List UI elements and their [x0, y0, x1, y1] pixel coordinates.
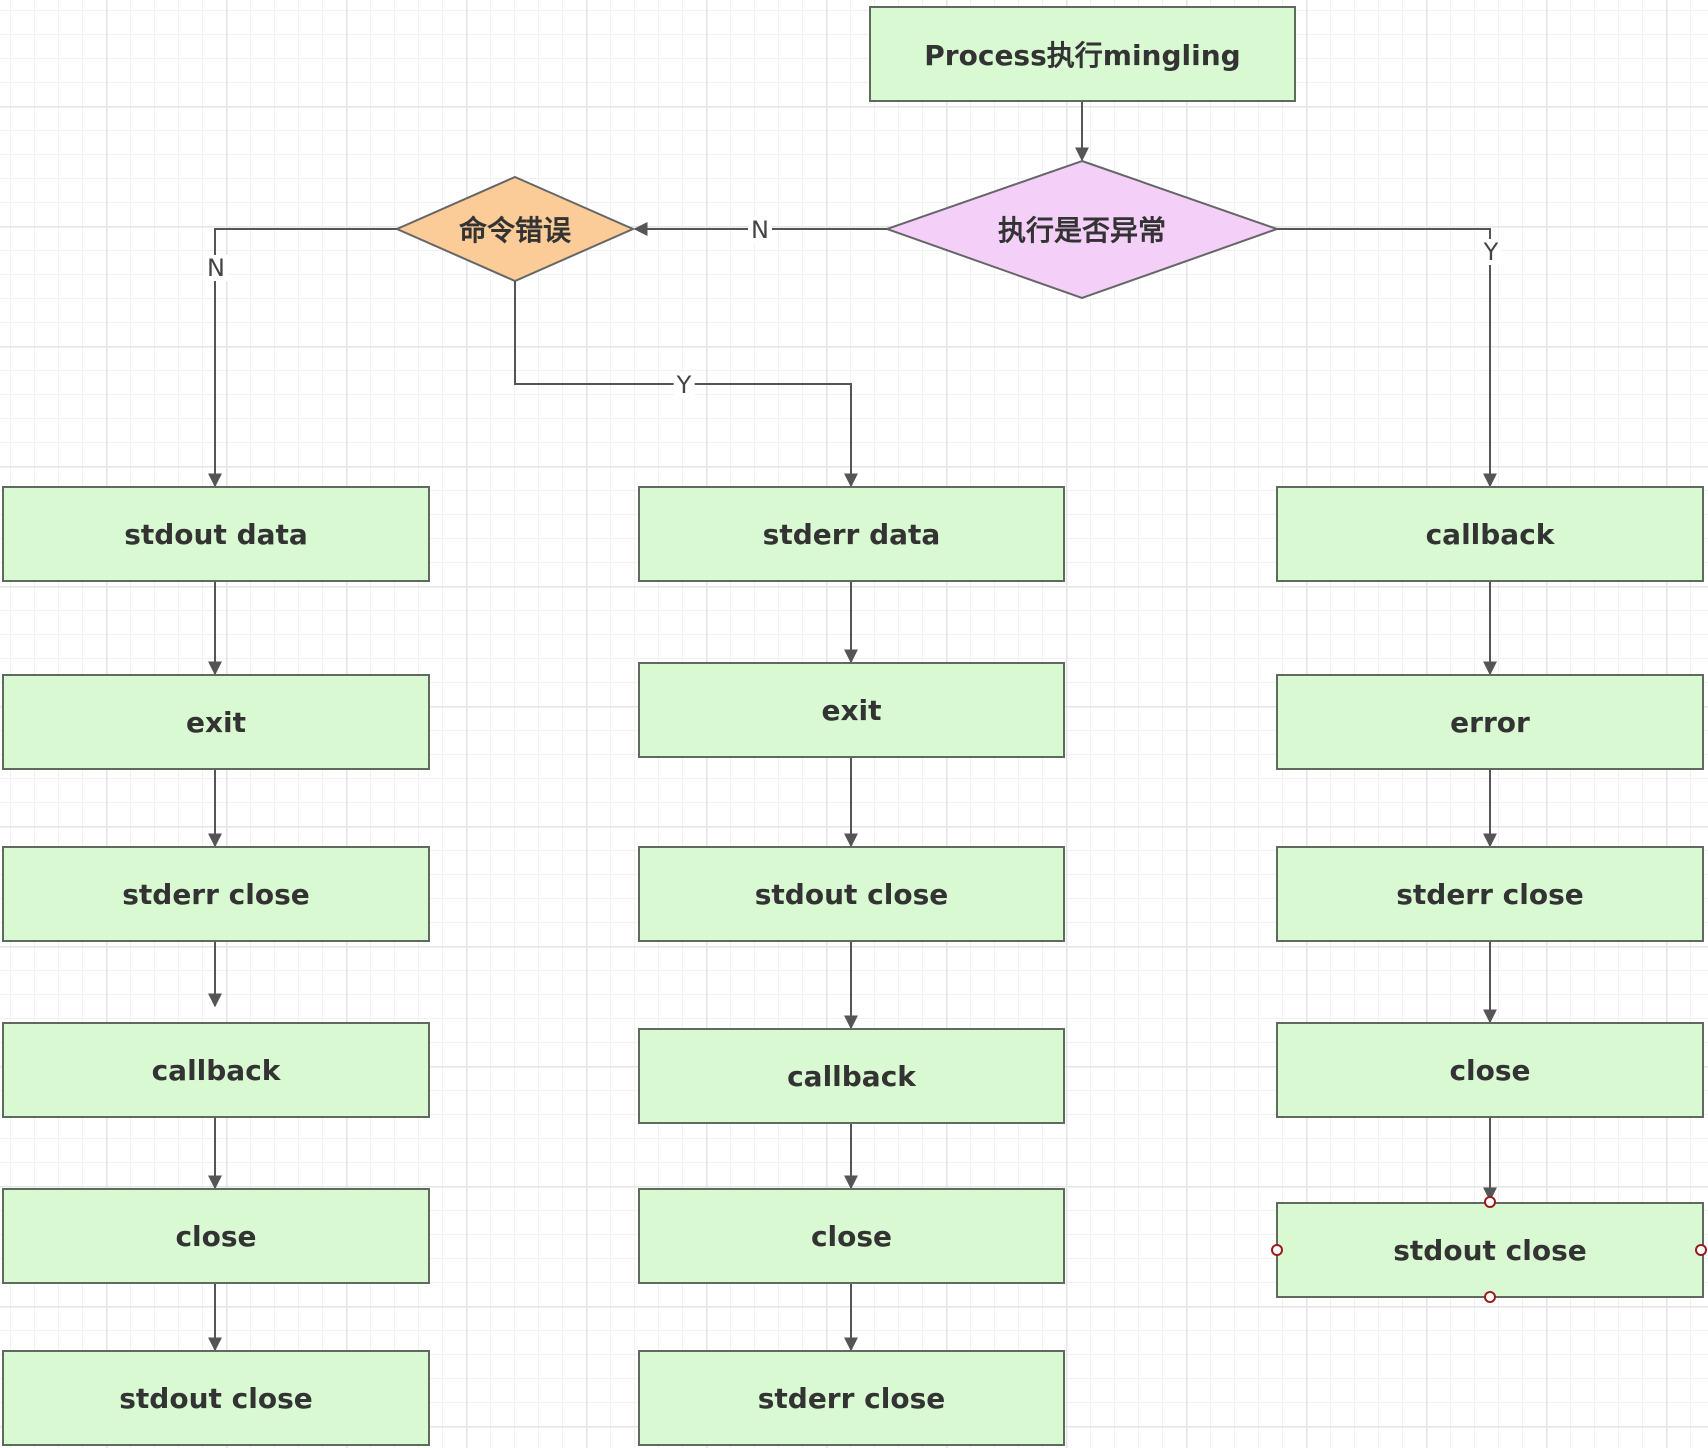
edge-cmd-no [208, 228, 397, 488]
left-stdout-close-node[interactable]: stdout close [2, 1350, 430, 1446]
left-close-node[interactable]: close [2, 1188, 430, 1284]
right-stdout-close-node[interactable]: stdout close [1276, 1202, 1704, 1298]
exec-abnormal-label: 执行是否异常 [997, 214, 1166, 247]
middle-close-node[interactable]: close [638, 1188, 1065, 1284]
middle-stderr-data-node[interactable]: stderr data [638, 486, 1065, 582]
left-stdout-data-node[interactable]: stdout data [2, 486, 430, 582]
resize-handle-bottom[interactable] [1484, 1291, 1496, 1303]
edge-label-exec-yes: Y [1480, 239, 1502, 265]
edge-label-cmd-no: N [204, 255, 228, 281]
left-exit-node[interactable]: exit [2, 674, 430, 770]
edge-exec-yes [1277, 228, 1497, 488]
resize-handle-right[interactable] [1695, 1244, 1707, 1256]
edge-label-exec-no: N [748, 217, 772, 243]
right-callback-node[interactable]: callback [1276, 486, 1704, 582]
left-stderr-close-node[interactable]: stderr close [2, 846, 430, 942]
right-stderr-close-node[interactable]: stderr close [1276, 846, 1704, 942]
left-callback-node[interactable]: callback [2, 1022, 430, 1118]
start-node[interactable]: Process执行mingling [869, 6, 1296, 102]
resize-handle-top[interactable] [1484, 1196, 1496, 1208]
exec-abnormal-diamond[interactable] [883, 159, 1281, 300]
middle-exit-node[interactable]: exit [638, 662, 1065, 758]
middle-stdout-close-node[interactable]: stdout close [638, 846, 1065, 942]
middle-callback-node[interactable]: callback [638, 1028, 1065, 1124]
resize-handle-left[interactable] [1271, 1244, 1283, 1256]
right-error-node[interactable]: error [1276, 674, 1704, 770]
right-close-node[interactable]: close [1276, 1022, 1704, 1118]
edge-label-cmd-yes: Y [673, 372, 695, 398]
middle-stderr-close-node[interactable]: stderr close [638, 1350, 1065, 1446]
command-error-label: 命令错误 [458, 214, 571, 247]
